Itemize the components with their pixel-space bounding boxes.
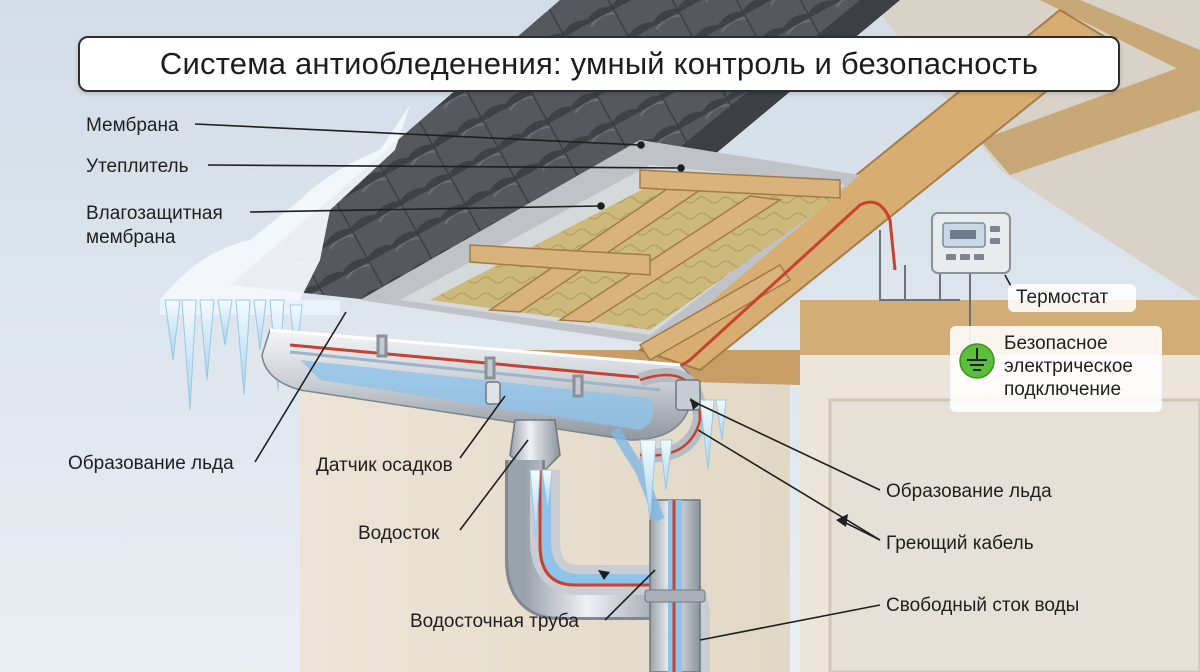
- label-vapor-membrane-line1: Влагозащитная: [86, 203, 223, 224]
- label-membrane: Мембрана: [86, 115, 179, 136]
- diagram-title: Система антиобледенения: умный контроль …: [159, 46, 1039, 81]
- label-thermostat-box: Термостат: [1008, 284, 1136, 312]
- label-vapor-membrane-line2: мембрана: [86, 227, 176, 248]
- ground-symbol-icon: [959, 343, 995, 379]
- label-safe-connection-line1: Безопасное: [1004, 333, 1108, 354]
- label-insulation: Утеплитель: [86, 156, 189, 177]
- label-ice-formation-left: Образование льда: [68, 453, 234, 474]
- label-rain-sensor: Датчик осадков: [316, 455, 453, 476]
- label-downpipe: Водосточная труба: [410, 611, 579, 632]
- label-heating-cable: Греющий кабель: [886, 533, 1034, 554]
- label-free-drain: Свободный сток воды: [886, 595, 1080, 616]
- label-safe-connection-line2: электрическое: [1004, 356, 1133, 377]
- label-safe-connection-line3: подключение: [1004, 379, 1122, 400]
- diagram-title-box: Система антиобледенения: умный контроль …: [78, 36, 1120, 92]
- label-thermostat: Термостат: [1016, 287, 1109, 308]
- safe-connection-box: Безопасное электрическое подключение: [950, 326, 1162, 412]
- thermostat-icon: [931, 212, 1011, 274]
- label-ice-formation-right: Образование льда: [886, 481, 1052, 502]
- label-gutter-outlet: Водосток: [358, 523, 440, 544]
